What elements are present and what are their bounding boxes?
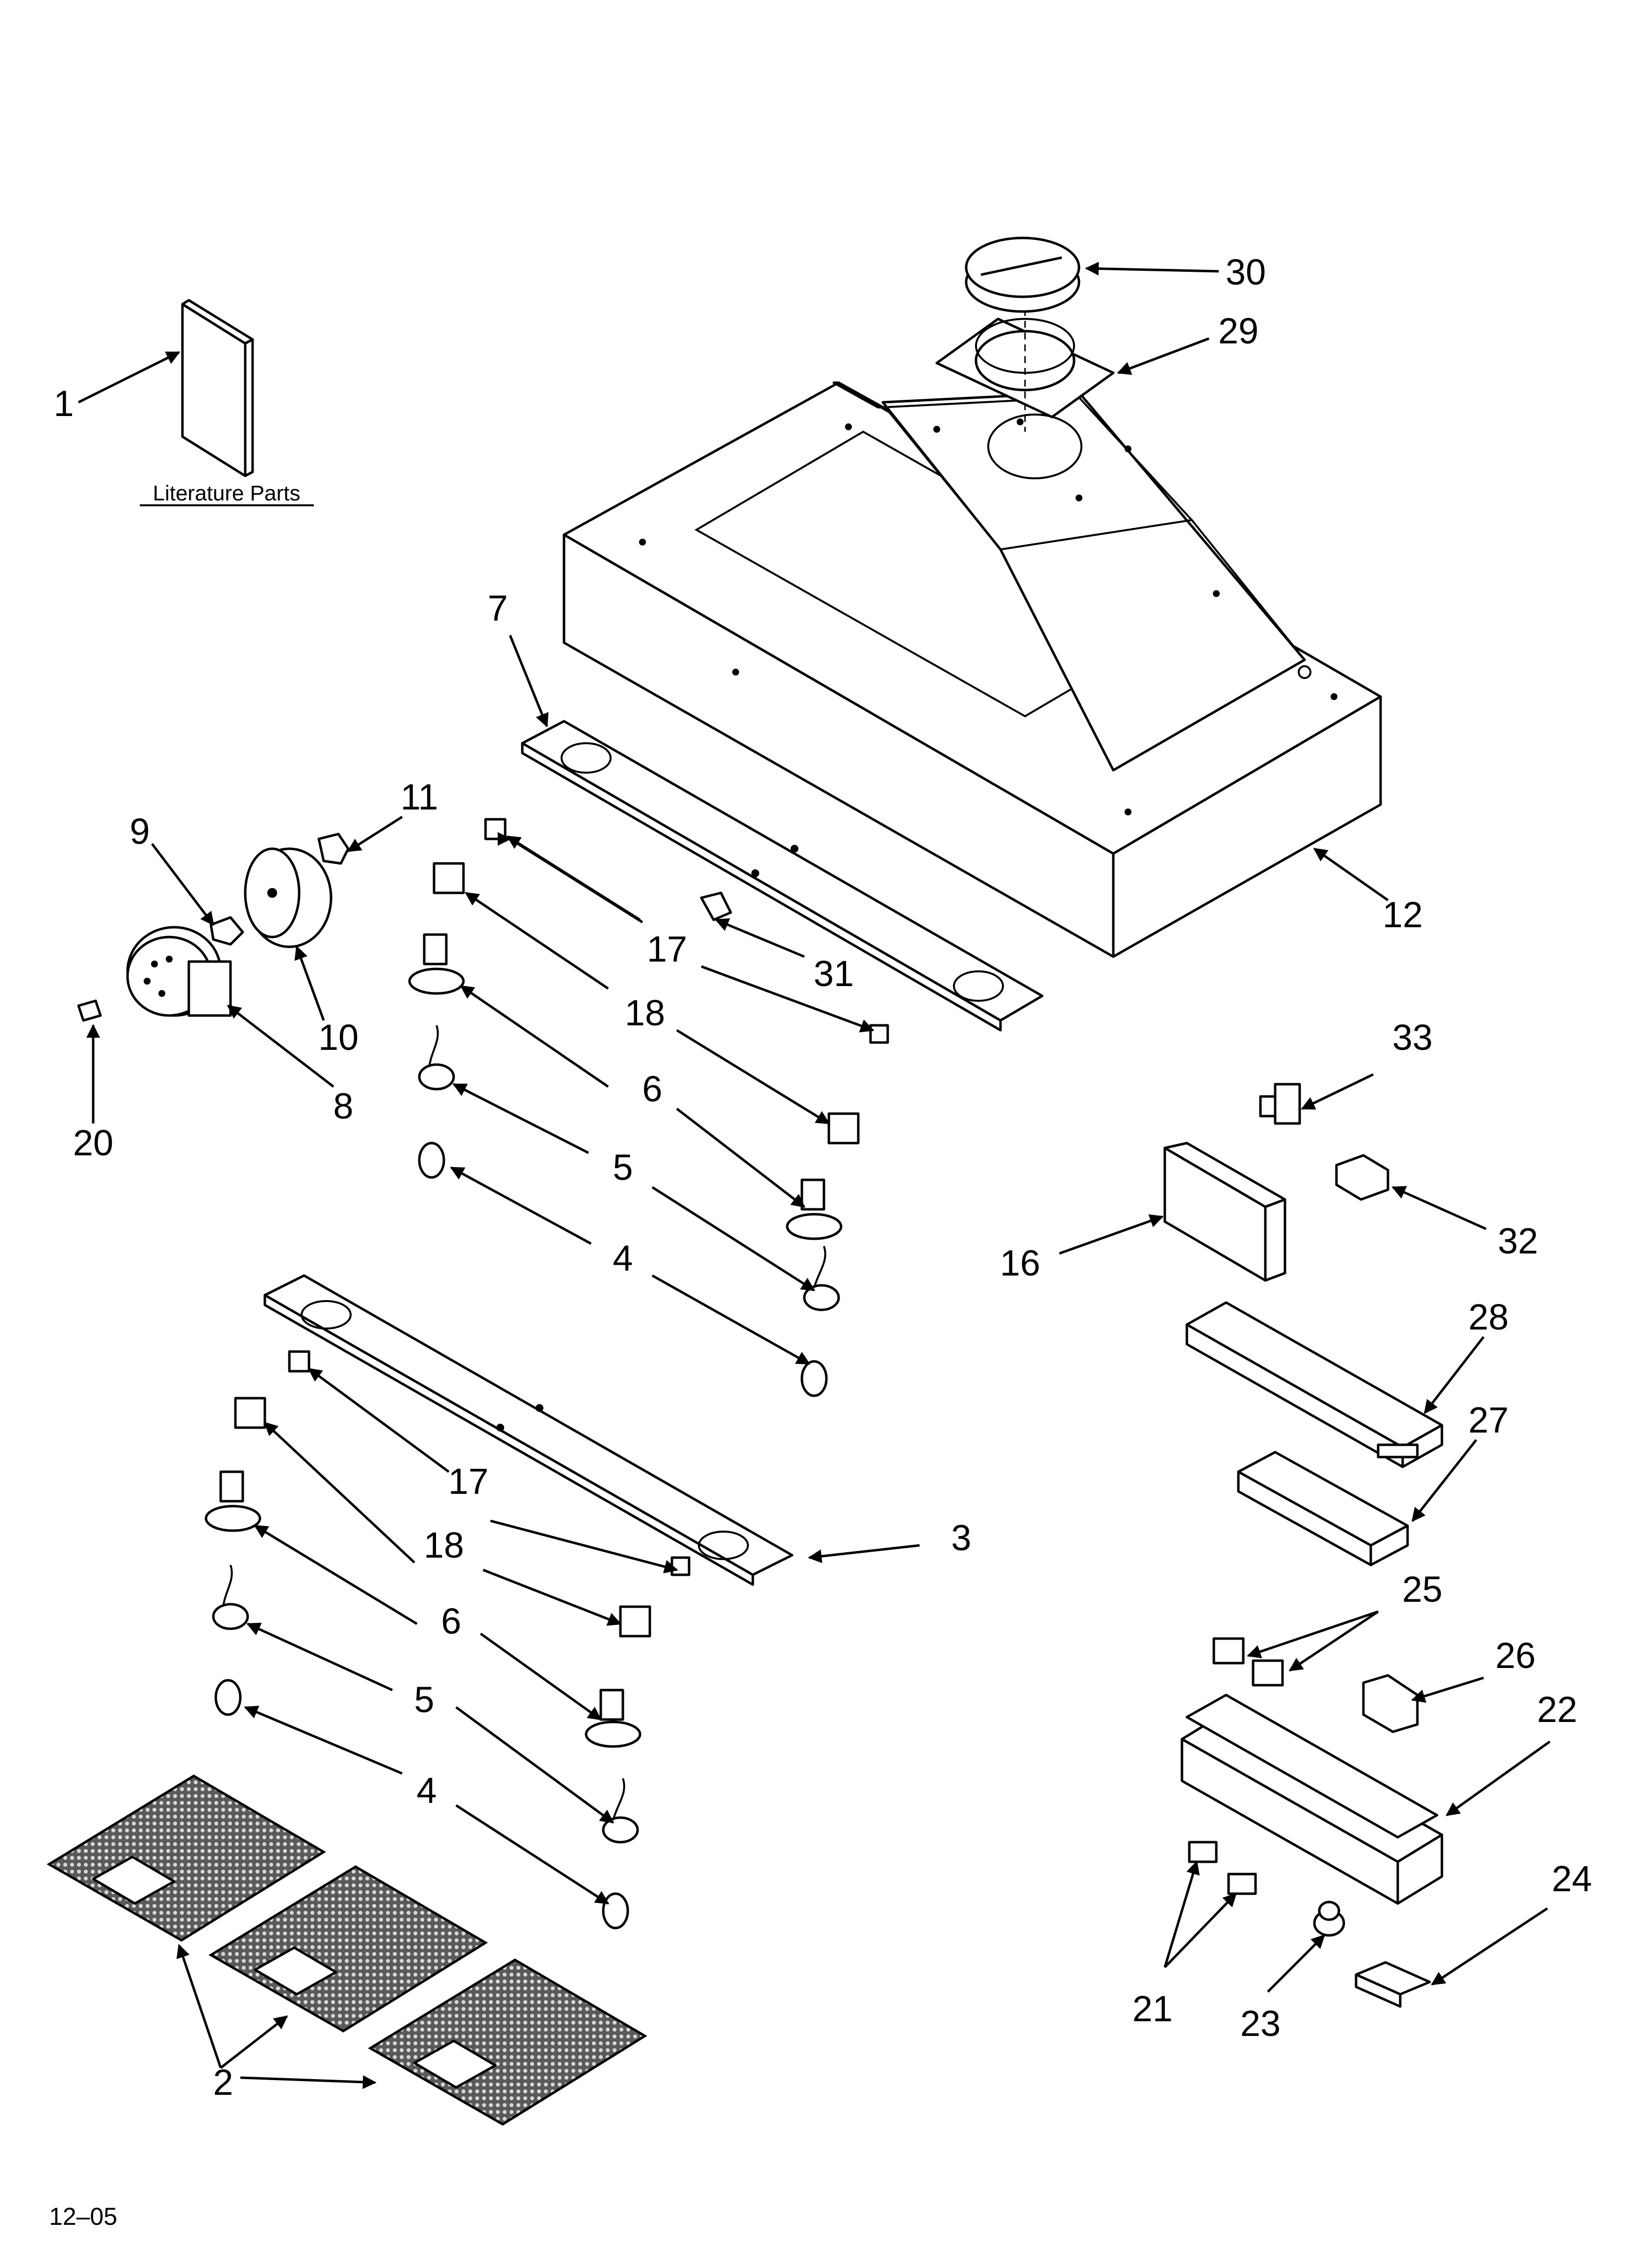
connector-32 <box>1335 1154 1389 1201</box>
label-10: 10 <box>318 1017 359 1058</box>
label-18a: 18 <box>625 992 665 1033</box>
label-4b: 4 <box>416 1770 436 1811</box>
label-21: 21 <box>1132 1988 1173 2029</box>
label-6a: 6 <box>642 1069 662 1109</box>
control-panel-22 <box>1180 1694 1443 1905</box>
cover-27 <box>1237 1451 1409 1566</box>
literature-parts-booklet <box>181 299 254 477</box>
switch-26 <box>1362 1674 1419 1733</box>
label-17a: 17 <box>647 929 687 969</box>
label-5b: 5 <box>414 1679 434 1720</box>
range-hood-body <box>563 381 1382 958</box>
duct-adapter-plate <box>935 309 1115 432</box>
label-9: 9 <box>129 811 150 852</box>
button-23 <box>1313 1901 1345 1937</box>
label-20: 20 <box>73 1122 113 1163</box>
nut-11 <box>317 833 350 865</box>
label-1: 1 <box>53 383 74 424</box>
label-7: 7 <box>487 588 508 628</box>
label-24: 24 <box>1552 1858 1592 1899</box>
small-parts-upper <box>408 818 889 1397</box>
label-3: 3 <box>951 1517 971 1558</box>
screw-31 <box>700 891 732 921</box>
label-6b: 6 <box>441 1601 461 1642</box>
label-5a: 5 <box>613 1147 633 1188</box>
label-26: 26 <box>1495 1635 1536 1676</box>
label-23: 23 <box>1240 2003 1281 2044</box>
lower-light-channel <box>263 1274 794 1586</box>
leader-lines <box>77 261 1551 2089</box>
label-22: 22 <box>1537 1689 1577 1730</box>
label-12: 12 <box>1383 894 1423 935</box>
label-2: 2 <box>213 2062 233 2103</box>
nut-9 <box>209 916 244 946</box>
switch-24 <box>1355 1961 1431 2008</box>
label-31: 31 <box>814 953 854 994</box>
switches-25 <box>1212 1637 1284 1687</box>
label-17b: 17 <box>448 1461 488 1502</box>
label-25: 25 <box>1402 1569 1442 1610</box>
label-28: 28 <box>1468 1297 1509 1337</box>
buttons-21 <box>1188 1841 1257 1895</box>
label-29: 29 <box>1218 311 1258 351</box>
screw-20 <box>77 999 102 1022</box>
label-16: 16 <box>1000 1243 1040 1283</box>
fan-housing-knob <box>126 926 232 1017</box>
damper-ring <box>965 236 1080 313</box>
transformer-28 <box>1185 1301 1443 1468</box>
date-code: 12–05 <box>49 2203 117 2230</box>
bracket-33 <box>1259 1083 1301 1125</box>
label-8: 8 <box>333 1086 353 1126</box>
label-18b: 18 <box>424 1525 464 1565</box>
circuit-board-16 <box>1163 1142 1286 1282</box>
label-32: 32 <box>1498 1221 1538 1261</box>
label-27: 27 <box>1468 1400 1509 1440</box>
label-30: 30 <box>1226 252 1266 292</box>
fan-wheel-10 <box>244 847 333 948</box>
label-4a: 4 <box>613 1238 633 1278</box>
literature-caption: Literature Parts <box>153 481 301 505</box>
upper-light-channel <box>521 720 1044 1032</box>
label-11: 11 <box>401 777 438 817</box>
grease-filters <box>47 1774 647 2126</box>
label-33: 33 <box>1392 1017 1433 1058</box>
